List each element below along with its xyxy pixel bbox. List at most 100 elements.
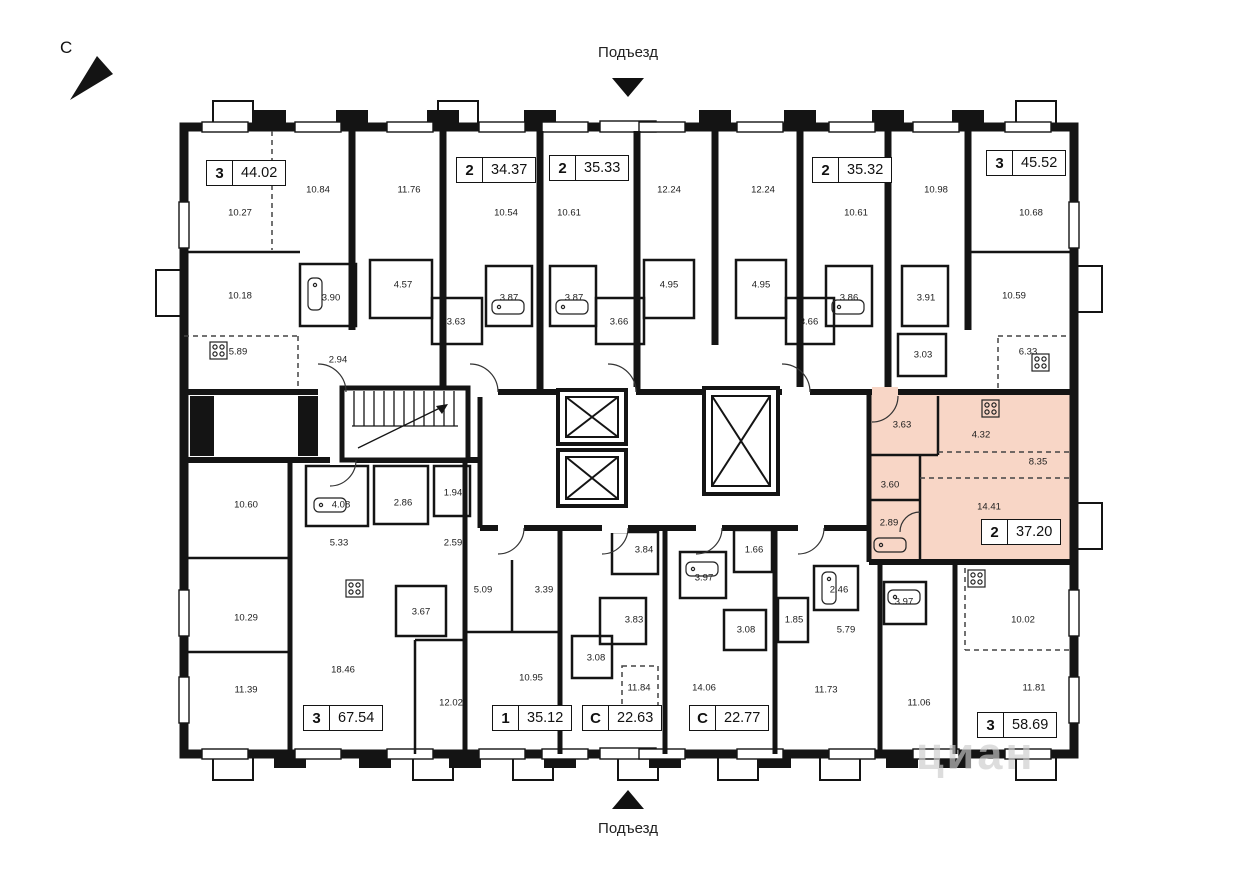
room-area-label: 3.08 [586,652,606,664]
room-area-label: 3.66 [609,316,629,328]
room-area-label: 10.27 [228,207,252,219]
room-area-label: 3.67 [411,606,431,618]
room-area-label: 3.63 [892,419,912,431]
apartment-rooms-count: 3 [207,161,233,185]
compass-north-label: С [60,38,73,57]
room-area-label: 5.79 [836,624,856,636]
apartment-rooms-count: С [690,706,716,730]
room-area-label: 10.02 [1011,614,1035,626]
room-area-label: 11.39 [234,684,258,696]
room-area-label: 10.54 [494,207,518,219]
room-area-label: 3.87 [499,292,519,304]
room-area-label: 3.90 [321,292,341,304]
room-area-label: 3.86 [839,292,859,304]
room-area-label: 3.84 [634,544,654,556]
entrance-top-label: Подъезд [598,44,658,61]
apartment-rooms-count: 2 [982,520,1008,544]
room-area-label: 3.87 [564,292,584,304]
apartment-area-value: 44.02 [241,165,278,181]
room-area-label: 14.41 [977,501,1001,513]
room-area-label: 2.59 [443,537,463,549]
room-area-label: 11.84 [627,682,651,694]
apartment-area-value: 34.37 [491,162,528,178]
room-area-label: 3.08 [736,624,756,636]
room-area-label: 3.63 [446,316,466,328]
compass-arrow-icon [70,56,113,100]
room-area-label: 4.95 [751,279,771,291]
apartment-rooms-count: 2 [550,156,576,180]
apartment-rooms-count: 3 [978,713,1004,737]
apartment-area-value: 35.32 [847,162,884,178]
room-area-label: 2.46 [829,584,849,596]
room-area-label: 11.73 [814,684,838,696]
room-area-label: 12.24 [657,184,681,196]
apartment-rooms-count: 2 [457,158,483,182]
room-area-label: 11.76 [397,184,421,196]
apartment-rooms-count: 3 [304,706,330,730]
room-area-label: 2.94 [328,354,348,366]
room-area-label: 18.46 [331,664,355,676]
entrance-bottom-label: Подъезд [598,820,658,837]
apartment-rooms-count: С [583,706,609,730]
room-area-label: 11.81 [1022,682,1046,694]
apartment-area-value: 45.52 [1021,155,1058,171]
room-area-label: 12.02 [439,697,463,709]
room-area-label: 10.60 [234,499,258,511]
room-area-label: 10.18 [228,290,252,302]
apartment-rooms-count: 3 [987,151,1013,175]
room-area-label: 5.89 [228,346,248,358]
room-area-label: 10.84 [306,184,330,196]
room-area-label: 1.66 [744,544,764,556]
apartment-area-value: 22.77 [724,710,761,726]
room-area-label: 10.59 [1002,290,1026,302]
room-area-label: 4.57 [393,279,413,291]
room-area-label: 10.61 [557,207,581,219]
room-area-label: 10.61 [844,207,868,219]
room-area-label: 4.32 [971,429,991,441]
room-area-label: 3.66 [799,316,819,328]
entrance-bottom-arrow-icon [612,790,644,809]
room-area-label: 2.89 [879,517,899,529]
apartment-badge[interactable]: С 22.63 [582,705,663,731]
room-area-label: 3.97 [694,572,714,584]
entrance-top-arrow-icon [612,78,644,97]
room-area-label: 3.91 [916,292,936,304]
room-area-label: 3.60 [880,479,900,491]
room-area-label: 4.08 [331,499,351,511]
apartment-rooms-count: 2 [813,158,839,182]
apartment-area-value: 35.12 [527,710,564,726]
room-area-label: 1.94 [443,487,463,499]
room-area-label: 8.35 [1028,456,1048,468]
apartment-area-value: 22.63 [617,710,654,726]
room-area-label: 4.95 [659,279,679,291]
room-area-label: 2.86 [393,497,413,509]
room-area-label: 6.33 [1018,346,1038,358]
room-area-label: 12.24 [751,184,775,196]
room-area-label: 1.85 [784,614,804,626]
room-area-label: 3.03 [913,349,933,361]
room-area-label: 3.83 [624,614,644,626]
apartment-area-value: 67.54 [338,710,375,726]
apartment-area-value: 35.33 [584,160,621,176]
watermark: циан [916,728,1036,779]
apartment-badge[interactable]: С 22.77 [689,705,770,731]
room-area-label: 10.29 [234,612,258,624]
apartment-area-value: 37.20 [1016,524,1053,540]
room-area-label: 10.95 [519,672,543,684]
room-area-label: 11.06 [907,697,931,709]
apartment-area-value: 58.69 [1012,717,1049,733]
room-area-label: 14.06 [692,682,716,694]
room-area-label: 3.39 [534,584,554,596]
room-area-label: 5.33 [329,537,349,549]
